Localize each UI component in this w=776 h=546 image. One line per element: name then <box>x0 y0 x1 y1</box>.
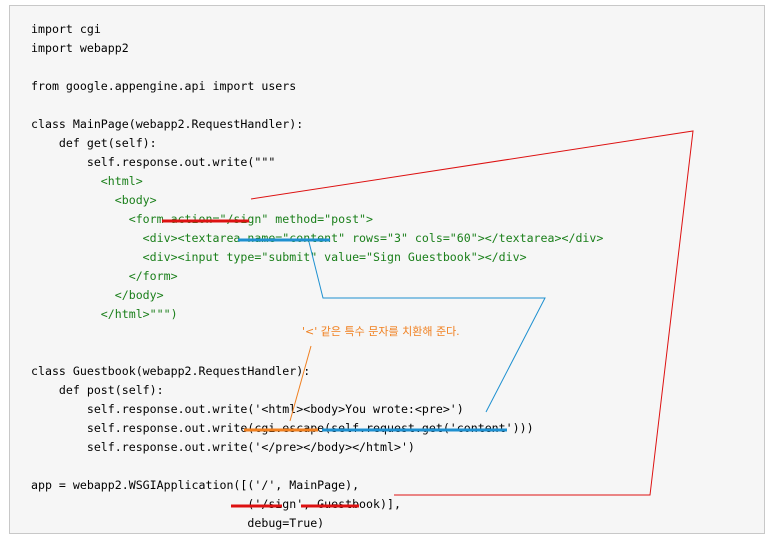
code-line: from google.appengine.api import users <box>31 79 297 93</box>
code-line: <body> <box>31 193 157 207</box>
code-line: self.response.out.write(""" <box>31 155 276 169</box>
code-line: def post(self): <box>31 383 164 397</box>
code-line <box>31 58 603 77</box>
code-line: </form> <box>31 269 178 283</box>
annotation-note: '<' 같은 특수 문자를 치환해 준다. <box>302 325 460 338</box>
code-line: def get(self): <box>31 136 157 150</box>
code-line: <html> <box>31 174 143 188</box>
code-line <box>31 457 603 476</box>
code-line: <form action="/sign" method="post"> <box>31 212 374 226</box>
code-line: class MainPage(webapp2.RequestHandler): <box>31 117 304 131</box>
code-line: app = webapp2.WSGIApplication([('/', Mai… <box>31 478 360 492</box>
code-line: import cgi <box>31 22 101 36</box>
code-line: </html>""") <box>31 307 178 321</box>
code-line: <div><input type="submit" value="Sign Gu… <box>31 250 527 264</box>
code-block: import cgi import webapp2 from google.appe… <box>9 5 765 534</box>
code-line: debug=True) <box>31 516 325 530</box>
code-line: self.response.out.write(cgi.escape(self.… <box>31 421 534 435</box>
code-line: <div><textarea name="content" rows="3" c… <box>31 231 604 245</box>
code-line: </body> <box>31 288 164 302</box>
code-listing: import cgi import webapp2 from google.appe… <box>31 20 603 533</box>
code-line <box>31 96 603 115</box>
code-line: class Guestbook(webapp2.RequestHandler): <box>31 364 311 378</box>
code-line: import webapp2 <box>31 41 129 55</box>
code-line: self.response.out.write('</pre></body></… <box>31 440 415 454</box>
code-line: self.response.out.write('<html><body>You… <box>31 402 464 416</box>
code-line <box>31 343 603 362</box>
code-line: ('/sign', Guestbook)], <box>31 497 401 511</box>
